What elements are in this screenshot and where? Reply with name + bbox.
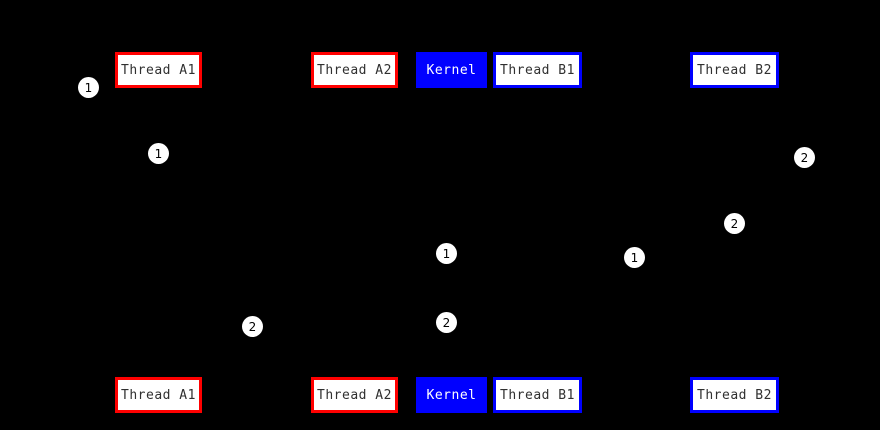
participant-label: Kernel: [426, 62, 477, 78]
lifeline-stub-bottom-kernel: [445, 372, 448, 377]
participant-label: Thread B2: [697, 387, 772, 403]
lifeline-kernel: [446, 88, 447, 377]
step-marker-5: 1: [436, 243, 457, 264]
participant-thread-a1-top[interactable]: Thread A1: [115, 52, 202, 88]
participant-label: Thread B1: [500, 387, 575, 403]
step-marker-label: 2: [248, 319, 257, 334]
step-marker-4: 2: [724, 213, 745, 234]
lifeline-stub-top-thread-b2: [733, 88, 736, 93]
participant-label: Thread A1: [121, 62, 196, 78]
step-marker-label: 2: [800, 150, 809, 165]
participant-thread-a2-top[interactable]: Thread A2: [311, 52, 398, 88]
participant-label: Thread A2: [317, 387, 392, 403]
lifeline-stub-bottom-thread-a1: [157, 372, 160, 377]
participant-label: Thread B2: [697, 62, 772, 78]
step-marker-6: 1: [624, 247, 645, 268]
step-marker-label: 1: [630, 250, 639, 265]
step-marker-label: 2: [730, 216, 739, 231]
lifeline-stub-bottom-thread-b1: [536, 372, 539, 377]
lifeline-stub-top-kernel: [445, 88, 448, 93]
participant-thread-a1-bottom[interactable]: Thread A1: [115, 377, 202, 413]
participant-thread-b2-top[interactable]: Thread B2: [690, 52, 779, 88]
lifeline-stub-bottom-thread-b2: [733, 372, 736, 377]
step-marker-8: 2: [436, 312, 457, 333]
participant-label: Thread A2: [317, 62, 392, 78]
lifeline-stub-top-thread-a1: [157, 88, 160, 93]
participant-thread-b2-bottom[interactable]: Thread B2: [690, 377, 779, 413]
participant-kernel-bottom[interactable]: Kernel: [416, 377, 487, 413]
participant-label: Thread A1: [121, 387, 196, 403]
lifeline-thread-b1: [537, 88, 538, 377]
step-marker-label: 2: [442, 315, 451, 330]
participant-thread-b1-top[interactable]: Thread B1: [493, 52, 582, 88]
lifeline-stub-top-thread-b1: [536, 88, 539, 93]
lifeline-stub-bottom-thread-a2: [353, 372, 356, 377]
step-marker-2: 1: [148, 143, 169, 164]
step-marker-label: 1: [154, 146, 163, 161]
participant-label: Thread B1: [500, 62, 575, 78]
step-marker-label: 1: [84, 80, 93, 95]
participant-thread-a2-bottom[interactable]: Thread A2: [311, 377, 398, 413]
participant-kernel-top[interactable]: Kernel: [416, 52, 487, 88]
step-marker-1: 1: [78, 77, 99, 98]
step-marker-3: 2: [794, 147, 815, 168]
lifeline-stub-top-thread-a2: [353, 88, 356, 93]
lifeline-thread-a2: [354, 88, 355, 377]
step-marker-7: 2: [242, 316, 263, 337]
participant-thread-b1-bottom[interactable]: Thread B1: [493, 377, 582, 413]
step-marker-label: 1: [442, 246, 451, 261]
participant-label: Kernel: [426, 387, 477, 403]
lifeline-thread-a1: [158, 88, 159, 377]
